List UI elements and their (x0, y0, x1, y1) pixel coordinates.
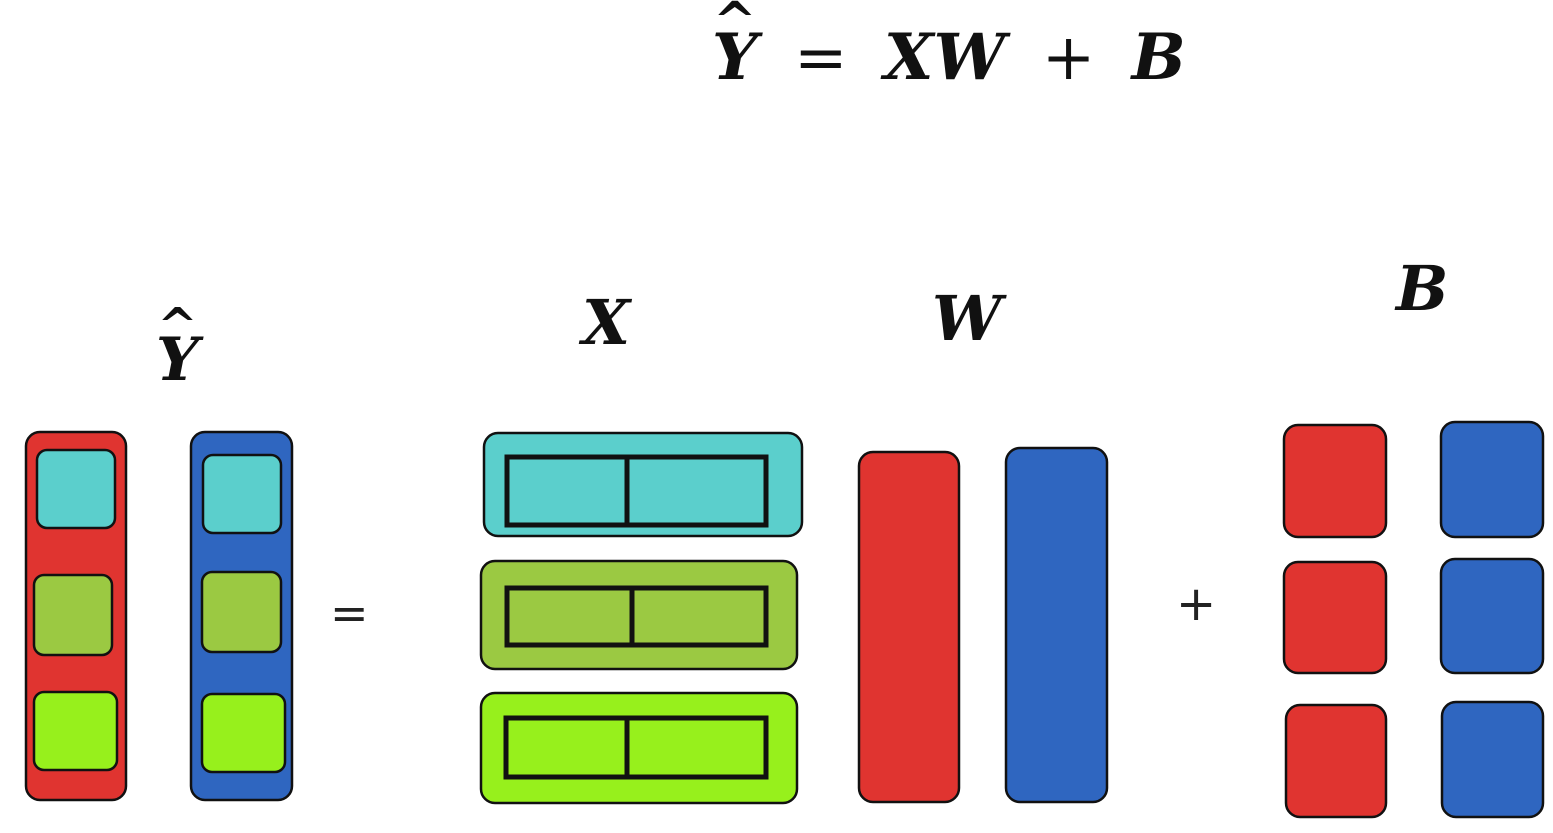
equation-title: ^ Y = XW + B (712, 0, 1186, 90)
b-blue-cell-3 (1440, 700, 1545, 819)
b-red-cell-2 (1282, 560, 1388, 675)
yhat-blue-cell-cyan (201, 453, 283, 535)
equation-plus: + (1041, 21, 1096, 95)
x-row-olive-cells (504, 585, 769, 648)
yhat-red-cell-cyan (35, 448, 117, 530)
equation-term1: XW (883, 20, 1006, 95)
equation-hat-mark: ^ (713, 0, 757, 52)
equation-term2: B (1131, 20, 1186, 95)
yhat-red-cell-lime (32, 690, 119, 772)
b-red-cell-1 (1282, 423, 1388, 539)
label-yhat-letter: Y (156, 325, 199, 395)
label-yhat-mark: ^ (157, 298, 198, 354)
b-blue-cell-1 (1439, 420, 1545, 539)
equation-yhat: ^ Y (712, 0, 758, 90)
label-x: X (582, 286, 631, 359)
equation-lhs: Y (712, 20, 758, 95)
w-column-red (857, 450, 961, 804)
label-b: B (1396, 252, 1449, 325)
x-row-lime (479, 691, 799, 805)
w-column-blue (1004, 446, 1109, 804)
label-w: W (932, 282, 1002, 355)
yhat-red-cell-olive (32, 573, 114, 657)
x-row-lime-cells (503, 715, 769, 780)
label-yhat: ^ Y (156, 302, 199, 390)
b-red-cell-3 (1284, 703, 1388, 819)
plus-operator: + (1176, 576, 1217, 632)
b-blue-cell-2 (1439, 557, 1545, 675)
equation-equals: = (793, 21, 848, 95)
x-row-cyan-cells (504, 454, 769, 528)
yhat-blue-cell-lime (200, 692, 287, 774)
yhat-blue-cell-olive (200, 570, 283, 654)
x-row-cyan (482, 431, 804, 538)
equals-operator: = (330, 586, 369, 640)
x-row-olive (479, 559, 799, 671)
